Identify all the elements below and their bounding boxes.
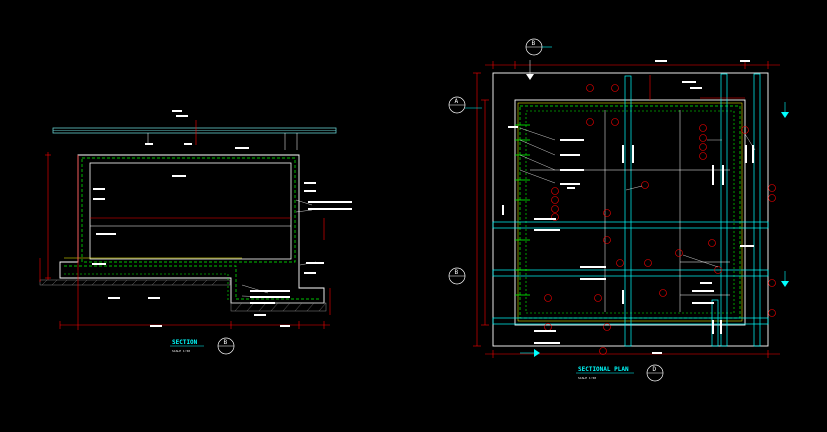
- plan-tag: D: [653, 366, 657, 373]
- plan-rebar-yellow: [517, 102, 743, 322]
- rebar-base: [64, 265, 320, 300]
- section-view: SECTION SCALE 1:50 B: [39, 110, 352, 355]
- plan-dimensions: [473, 61, 780, 358]
- plan-title: SECTIONAL PLAN: [578, 366, 629, 373]
- section-annotations: [92, 110, 352, 327]
- north-arrow-right: [781, 112, 789, 118]
- plan-callout-markers: [544, 84, 776, 355]
- callout-left-upper: A: [448, 96, 482, 114]
- callout-top-label: B: [532, 40, 536, 47]
- section-scale: SCALE 1:50: [172, 349, 190, 353]
- section-tag: B: [224, 339, 228, 346]
- plan-horizontal-bars: [492, 221, 769, 325]
- callout-left-lower-label: B: [455, 269, 459, 276]
- arrow-bottom: [534, 349, 540, 357]
- ground-hatch: [39, 279, 231, 286]
- callout-left-upper-label: A: [455, 98, 459, 105]
- plan-scale: SCALE 1:50: [578, 376, 596, 380]
- callout-left-lower: B: [448, 267, 466, 285]
- arrow-right-lower: [781, 281, 789, 287]
- plan-rebar-ticks: [515, 124, 530, 296]
- plan-view: B A B SECTIONAL PLAN SCALE 1:50 D: [448, 38, 789, 382]
- tank-outline: [59, 154, 325, 304]
- plan-leaders: [519, 127, 756, 268]
- plan-inner-wall: [514, 99, 746, 326]
- tank-cavity: [89, 162, 292, 260]
- plan-annotations: [508, 60, 754, 354]
- plan-vertical-annotations: [502, 145, 754, 334]
- section-leaders: [241, 199, 317, 298]
- rebar-outer: [81, 157, 296, 263]
- plan-vertical-bars: [624, 73, 761, 347]
- section-title: SECTION: [172, 339, 198, 346]
- arrow-top: [526, 74, 534, 80]
- plan-rebar-inner: [525, 110, 735, 314]
- callout-top: B: [525, 38, 552, 56]
- hatch-pattern: [41, 279, 327, 312]
- ground-hatch: [230, 302, 327, 312]
- rebar-base-inner: [64, 273, 229, 300]
